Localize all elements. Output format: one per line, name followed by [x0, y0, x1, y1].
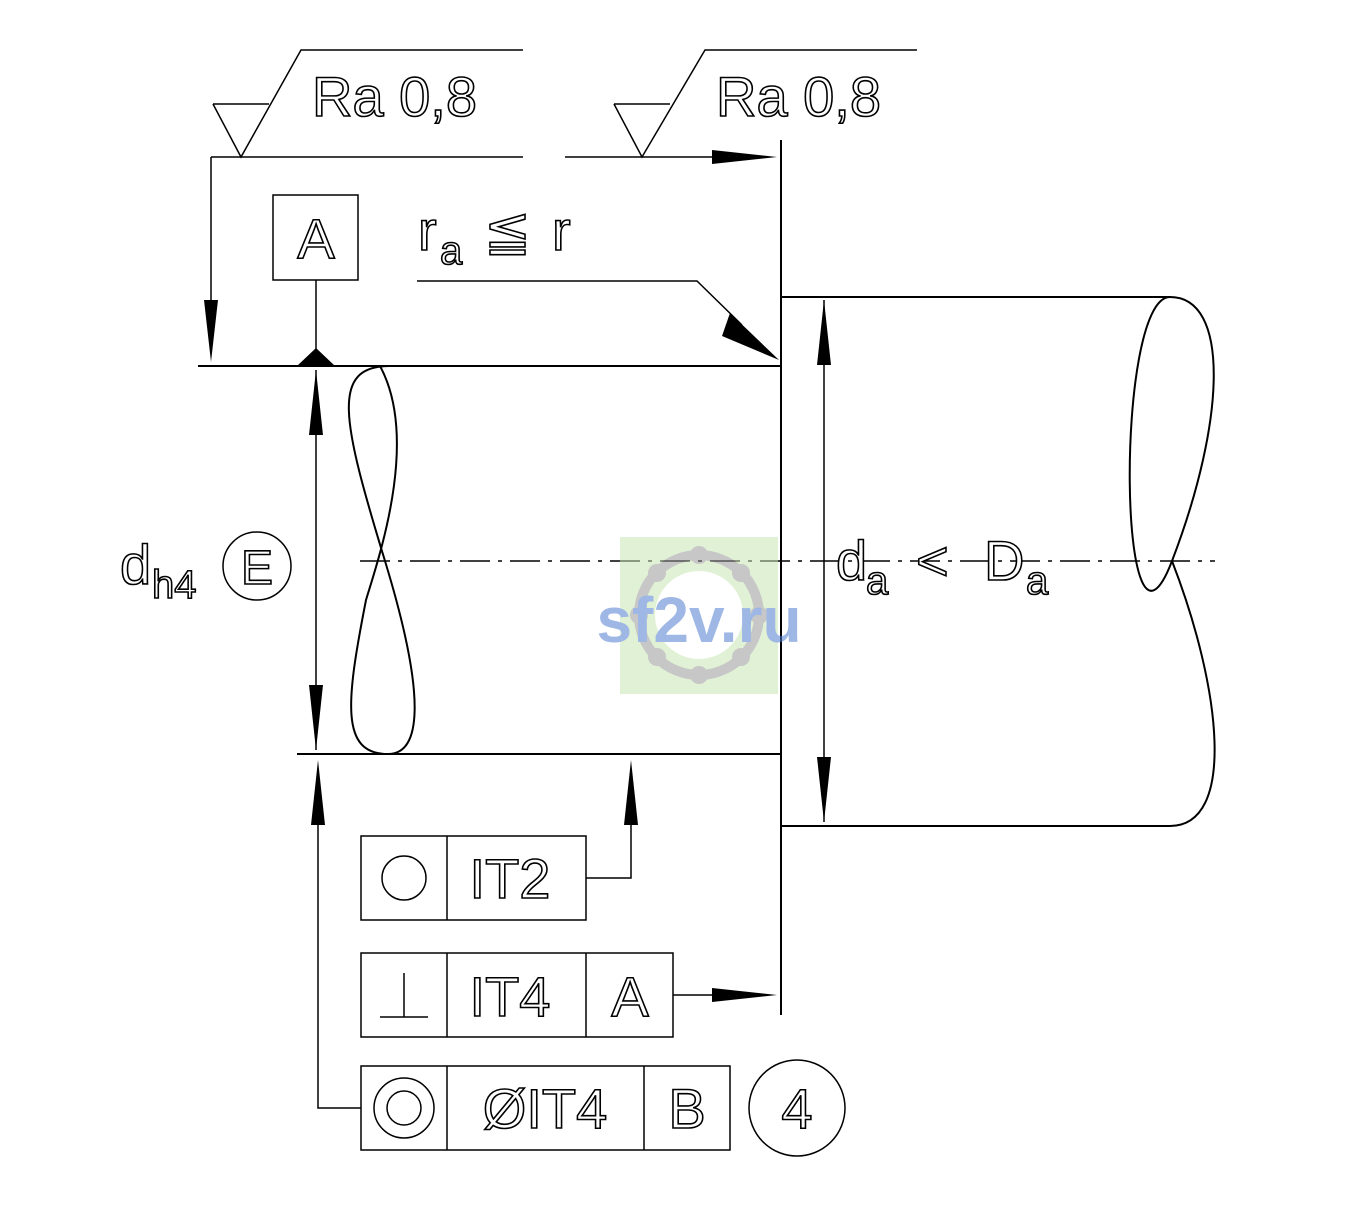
concentricity-frame: ØIT4 B 4: [311, 760, 846, 1157]
radius-note-main: r: [418, 199, 437, 262]
datum-a-box: A: [272, 194, 359, 366]
surface-finish-right: Ra 0,8: [613, 49, 917, 159]
shaft-diameter-dimension: d h4 E: [119, 370, 323, 750]
housing-diameter-dimension: d a < D a: [817, 300, 1050, 822]
housing-diameter-relation: <: [916, 529, 949, 592]
housing-diameter-rhs-main: D: [984, 529, 1024, 592]
note-circle: [748, 1059, 846, 1157]
envelope-circle: [222, 531, 292, 601]
shaft-diameter-sub: h4: [152, 563, 197, 607]
finish-leader: [204, 150, 777, 362]
housing-break: [1128, 296, 1216, 827]
bearing-balls-icon: [630, 546, 768, 684]
perpendicularity-tolerance: IT4: [470, 965, 551, 1028]
concentricity-symbol-icon: [373, 1077, 435, 1139]
roundness-tolerance: IT2: [470, 847, 551, 910]
perpendicularity-datum: A: [611, 965, 649, 1028]
radius-note: r a ≦ r: [417, 198, 779, 360]
roundness-symbol-icon: [381, 855, 427, 901]
roundness-frame: IT2: [360, 760, 638, 921]
watermark-text: sf2v.ru: [596, 584, 801, 656]
perpendicularity-symbol-icon: [380, 973, 428, 1018]
watermark: sf2v.ru: [596, 537, 802, 694]
concentricity-note: 4: [781, 1077, 812, 1140]
datum-triangle: [297, 348, 335, 366]
housing-diameter-sub: a: [866, 559, 889, 603]
housing-diameter-main: d: [836, 529, 867, 592]
perpendicularity-frame: IT4 A: [360, 952, 777, 1038]
datum-a-letter: A: [297, 207, 335, 270]
radius-note-relation: ≦: [484, 199, 531, 262]
radius-note-sub: a: [440, 229, 463, 273]
shaft-break: [347, 365, 416, 756]
concentricity-tolerance: ØIT4: [483, 1077, 607, 1140]
envelope-letter: E: [241, 542, 273, 595]
surface-finish-left-symbol: [212, 49, 523, 159]
surface-finish-left-label: Ra 0,8: [312, 65, 477, 128]
housing-diameter-rhs-sub: a: [1026, 559, 1049, 603]
surface-finish-right-symbol: [613, 49, 917, 159]
radius-note-rhs: r: [552, 199, 571, 262]
surface-finish-right-label: Ra 0,8: [716, 65, 881, 128]
concentricity-datum: B: [668, 1077, 705, 1140]
surface-finish-left: Ra 0,8: [212, 49, 523, 159]
shaft-diameter-main: d: [120, 533, 151, 596]
